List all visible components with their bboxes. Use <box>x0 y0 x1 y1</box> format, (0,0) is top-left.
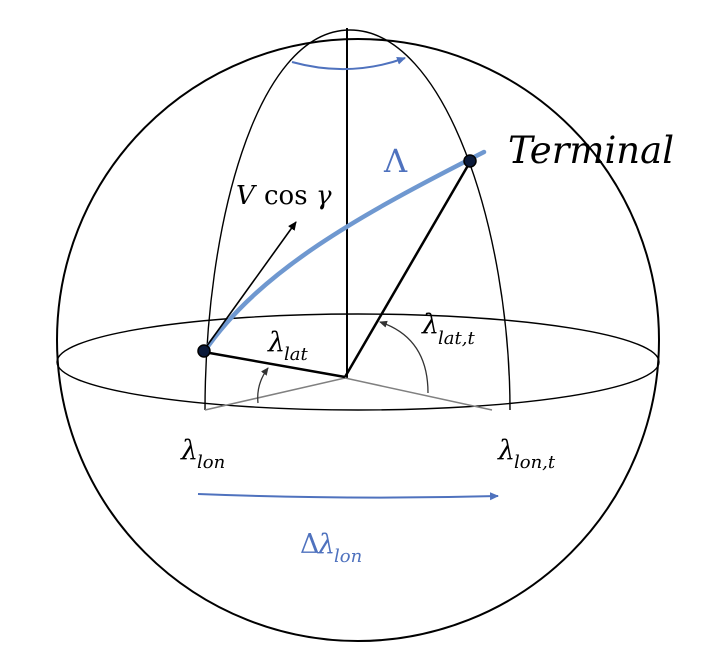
svg-text:lon,t: lon,t <box>514 452 556 473</box>
sphere-outline <box>56 38 660 642</box>
svg-text:lon: lon <box>334 546 362 567</box>
lambda-lat-t-label: λ lat,t <box>421 309 475 349</box>
svg-text:cos: cos <box>264 181 308 211</box>
svg-text:V: V <box>236 181 257 211</box>
delta-lambda-lon-label: Δ λ lon <box>300 529 362 567</box>
lat-angle-arc <box>257 367 269 404</box>
svg-text:λ: λ <box>421 309 439 340</box>
svg-text:lat,t: lat,t <box>438 328 475 349</box>
projection-line-lon <box>204 377 346 411</box>
svg-text:Δ: Δ <box>300 529 320 560</box>
lambda-lon-t-label: λ lon,t <box>497 435 556 473</box>
radius-start <box>203 350 346 379</box>
big-lambda-label: Λ <box>383 142 408 180</box>
svg-text:lon: lon <box>197 452 225 473</box>
start-point <box>197 344 211 358</box>
svg-text:γ: γ <box>316 181 332 211</box>
radius-terminal <box>343 161 472 378</box>
svg-text:λ: λ <box>497 435 515 466</box>
rotation-arrow <box>291 56 406 71</box>
velocity-label: V cos γ <box>236 181 332 211</box>
velocity-vector <box>203 221 297 351</box>
lambda-lat-label: λ lat <box>267 327 308 365</box>
delta-lon-arrow <box>197 492 499 501</box>
svg-text:λ: λ <box>267 327 285 358</box>
trajectory-curve <box>201 149 487 355</box>
terminal-label: Terminal <box>508 129 674 172</box>
equator-front <box>56 361 660 411</box>
equator-back <box>56 313 660 363</box>
svg-text:lat: lat <box>284 344 308 365</box>
terminal-point <box>463 154 477 168</box>
svg-text:λ: λ <box>317 529 335 560</box>
projection-line-lon-t <box>344 377 493 411</box>
lambda-lon-label: λ lon <box>180 435 225 473</box>
svg-text:λ: λ <box>180 435 198 466</box>
lat-t-angle-arc <box>379 320 429 394</box>
meridian-arch <box>204 29 511 411</box>
